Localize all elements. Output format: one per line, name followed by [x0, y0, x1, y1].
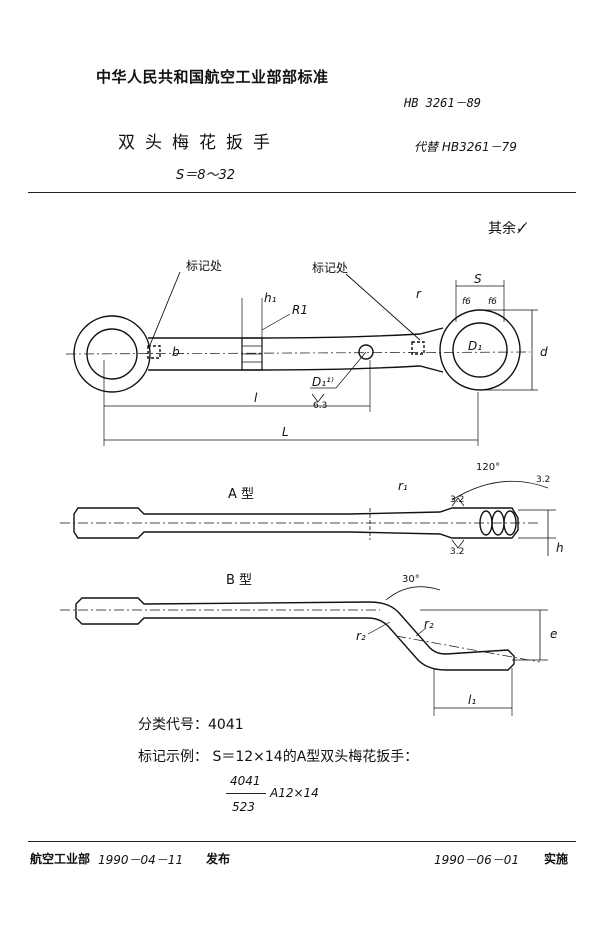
- roughness-note: 其余✓̸: [488, 218, 528, 238]
- type-b-body: [75, 597, 515, 671]
- implementation-date: 1990－06－01: [434, 853, 520, 867]
- marking-designation: A12×14: [270, 786, 319, 800]
- dim-r2: r₂: [356, 629, 366, 643]
- organization-heading: 中华人民共和国航空工业部部标准: [96, 68, 329, 86]
- dim-D1-ref: D₁¹⁾: [312, 375, 334, 389]
- mark-location-label-right: 标记处: [312, 261, 348, 275]
- dim-h1: h₁: [264, 291, 277, 305]
- dim-r: r: [416, 287, 422, 301]
- marking-numerator: 4041: [230, 774, 261, 788]
- roughness-symbol-icon: ✓̸: [516, 221, 528, 237]
- marking-example: 标记示例： S＝12×14的A型双头梅花扳手：: [138, 749, 419, 765]
- footer-divider: [28, 841, 576, 842]
- dim-D1: D₁: [468, 339, 482, 353]
- dim-r1: r₁: [398, 479, 408, 493]
- mark-location-label-left: 标记处: [186, 259, 222, 273]
- marking-denominator: 523: [232, 800, 255, 814]
- document-title: 双头梅花扳手: [118, 133, 280, 153]
- dim-d: d: [540, 345, 548, 359]
- type-a-label: A 型: [228, 487, 254, 502]
- issue-date: 1990－04－11: [98, 853, 184, 867]
- dim-s: S: [474, 272, 482, 286]
- standard-number: HB 3261－89: [404, 96, 482, 110]
- type-a-body: [73, 507, 519, 539]
- roughness-32-right: 3.2: [536, 475, 550, 485]
- roughness-63: 6.3: [313, 401, 327, 411]
- roughness-label: 其余: [488, 221, 516, 237]
- right-ring-outer: [439, 309, 521, 391]
- replaces-standard: 代替 HB3261－79: [414, 140, 517, 154]
- type-b-label: B 型: [226, 573, 252, 588]
- dim-f6-left: f6: [462, 297, 471, 307]
- center-hole: [358, 344, 374, 360]
- angle-30: 30°: [402, 574, 420, 585]
- implementation-word: 实施: [544, 852, 569, 866]
- dim-R1: R1: [292, 303, 308, 317]
- dim-r3: r₂: [424, 617, 434, 631]
- dim-l: l: [254, 391, 258, 405]
- dim-f6-right: f6: [488, 297, 497, 307]
- roughness-32-bottom: 3.2: [450, 547, 464, 557]
- roughness-32-top: 3.2: [450, 495, 464, 505]
- dim-L: L: [282, 425, 289, 439]
- dim-h: h: [556, 541, 564, 555]
- classification-code: 分类代号：4041: [138, 717, 244, 733]
- dim-e: e: [550, 627, 557, 641]
- size-range: S＝8～32: [176, 168, 236, 183]
- fraction-bar: [226, 793, 266, 794]
- right-ring-inner: [452, 322, 508, 378]
- dim-l1: l₁: [468, 693, 476, 707]
- issue-word: 发布: [206, 852, 231, 866]
- angle-120: 120°: [476, 462, 500, 473]
- dim-b: b: [172, 345, 180, 359]
- issuer: 航空工业部: [30, 852, 91, 866]
- shank-outline: [148, 327, 444, 373]
- header-divider: [28, 192, 576, 193]
